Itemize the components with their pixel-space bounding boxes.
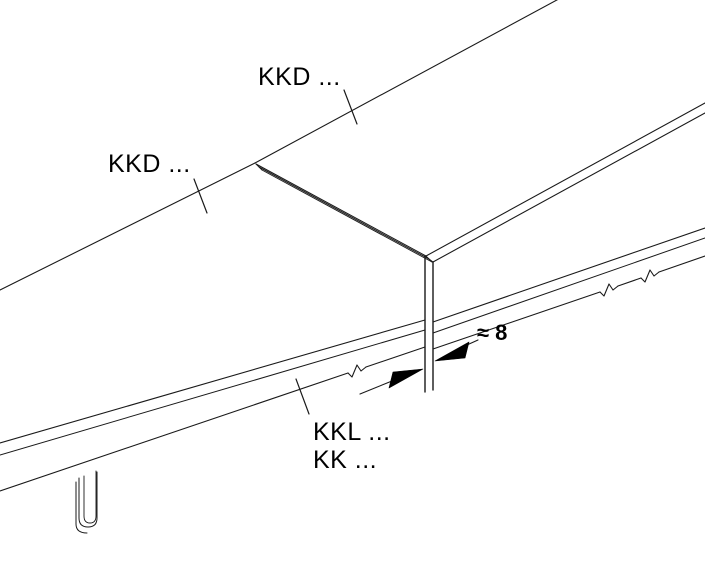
joint-gap-top-cap — [424, 255, 434, 263]
lower-beam-chamfer-right — [432, 237, 705, 334]
label-kkd-lower: KKD ... — [108, 150, 191, 178]
leader-kkd-lower — [193, 178, 208, 214]
lower-beam-front-edge-left — [0, 346, 426, 492]
lower-beam-front-edge-right — [432, 255, 705, 350]
leader-kkl-kk — [295, 378, 310, 415]
label-kk: KK ... — [313, 446, 378, 474]
left-panel-top-edge — [0, 162, 256, 291]
leader-kkd-upper — [343, 89, 358, 125]
label-kkd-upper: KKD ... — [258, 63, 341, 91]
joint-gap-vertical-lines — [424, 255, 434, 393]
upper-panel-top-edge — [254, 0, 559, 164]
lower-beam-top-edge-right — [432, 227, 705, 323]
label-gap-dimension: ≈ 8 — [477, 320, 508, 345]
lower-beam-chamfer-left — [0, 329, 426, 456]
bottom-left-joint-groove — [75, 470, 98, 534]
dimension-arrow-left — [359, 368, 424, 395]
dimension-arrow-right — [434, 339, 479, 362]
lower-beam-top-edge-left — [0, 319, 426, 444]
label-kkl: KKL ... — [313, 418, 391, 446]
diagonal-seam-joint — [255, 163, 433, 263]
right-panel-top-face — [425, 102, 705, 263]
